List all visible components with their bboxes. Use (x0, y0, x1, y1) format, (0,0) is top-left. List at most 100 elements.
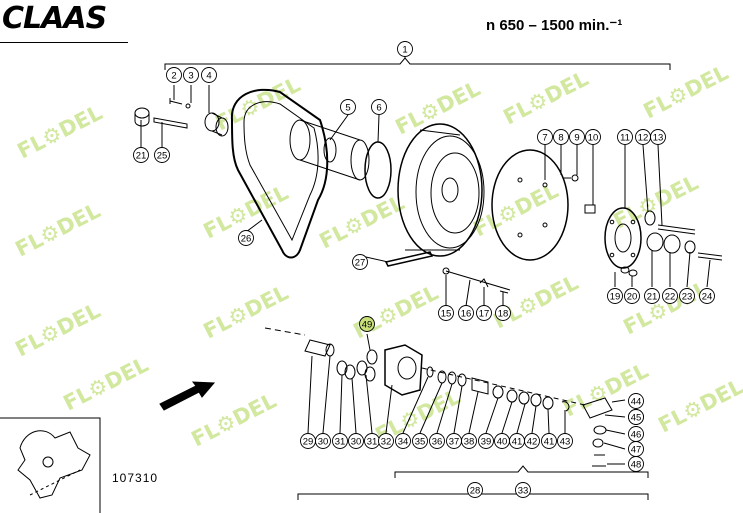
callout-number: 48 (631, 459, 642, 470)
drawing-number: 107310 (112, 471, 159, 485)
callout-circle (467, 482, 483, 498)
callout-circle (569, 129, 585, 145)
callout-circle (183, 67, 199, 83)
callout-number: 23 (682, 291, 693, 302)
callout-circle (537, 129, 553, 145)
callout-number: 25 (157, 150, 168, 161)
callout-circle (429, 433, 445, 449)
washer-part-21 (134, 107, 150, 119)
callout-number: 35 (415, 436, 426, 447)
callout-28: 28 (467, 482, 483, 498)
callout-38: 38 (461, 433, 477, 449)
pin-part-25 (153, 117, 188, 129)
callout-8: 8 (553, 129, 569, 145)
callout-circle (557, 433, 573, 449)
callout-35: 35 (412, 433, 428, 449)
callout-circle (585, 129, 601, 145)
direction-arrow (159, 381, 216, 411)
belt-part-27 (384, 251, 434, 267)
callout-41: 41 (541, 433, 557, 449)
callout-25: 25 (154, 147, 170, 163)
callout-number: 33 (518, 485, 529, 496)
callout-circle (238, 230, 254, 246)
callout-31: 31 (364, 433, 380, 449)
callout-21: 21 (644, 288, 660, 304)
callout-number: 47 (631, 444, 642, 455)
callout-number: 41 (512, 436, 523, 447)
housing-part-32 (384, 344, 423, 396)
callout-number: 38 (464, 436, 475, 447)
callout-circle (628, 456, 644, 472)
callout-41: 41 (509, 433, 525, 449)
callout-circle (412, 433, 428, 449)
callout-number: 18 (498, 308, 509, 319)
callout-31: 31 (332, 433, 348, 449)
callout-circle (133, 147, 149, 163)
callout-circle (348, 433, 364, 449)
callout-26: 26 (238, 230, 254, 246)
callout-circle (340, 99, 356, 115)
callout-number: 21 (136, 150, 147, 161)
callout-33: 33 (515, 482, 531, 498)
callout-circle (679, 288, 695, 304)
bolt-part-13 (657, 224, 696, 235)
callout-47: 47 (628, 441, 644, 457)
callout-number: 8 (558, 132, 563, 143)
inset-frame (0, 417, 101, 513)
callout-49: 49 (359, 316, 375, 332)
callout-36: 36 (429, 433, 445, 449)
callout-number: 22 (665, 291, 676, 302)
callout-number: 49 (362, 319, 373, 330)
callout-number: 29 (303, 436, 314, 447)
callout-number: 40 (497, 436, 508, 447)
callout-circle (624, 288, 640, 304)
claas-logo: CLAAS (2, 1, 107, 36)
nut-part-38 (471, 377, 489, 395)
callout-43: 43 (557, 433, 573, 449)
speed-range-label: n 650 – 1500 min.⁻¹ (486, 17, 623, 34)
callout-19: 19 (607, 288, 623, 304)
callout-circle (628, 393, 644, 409)
callout-circle (438, 305, 454, 321)
callout-42: 42 (524, 433, 540, 449)
callout-circle (476, 305, 492, 321)
callout-number: 19 (610, 291, 621, 302)
callout-circle (524, 433, 540, 449)
callout-number: 31 (335, 436, 346, 447)
callout-number: 26 (241, 233, 252, 244)
callout-number: 44 (631, 396, 642, 407)
callout-circle (650, 129, 666, 145)
callout-29: 29 (300, 433, 316, 449)
o-ring-part-6 (364, 141, 392, 199)
callout-number: 21 (647, 291, 658, 302)
callout-11: 11 (617, 129, 633, 145)
callout-number: 10 (588, 132, 599, 143)
callout-number: 41 (544, 436, 555, 447)
callout-22: 22 (662, 288, 678, 304)
callout-number: 3 (188, 70, 193, 81)
callout-1: 1 (397, 41, 413, 57)
callout-number: 39 (481, 436, 492, 447)
callout-circle (395, 433, 411, 449)
callout-number: 17 (479, 308, 490, 319)
rod-part-16 (445, 270, 511, 291)
disc-part-7 (491, 149, 569, 261)
callout-number: 43 (560, 436, 571, 447)
callout-40: 40 (494, 433, 510, 449)
callout-circle (553, 129, 569, 145)
bolt-part-2 (169, 98, 183, 105)
callout-number: 9 (574, 132, 579, 143)
callout-circle (315, 433, 331, 449)
callout-45: 45 (628, 409, 644, 425)
callout-circle (378, 433, 394, 449)
callout-30: 30 (348, 433, 364, 449)
callout-circle (359, 316, 375, 332)
callout-5: 5 (340, 99, 356, 115)
callout-number: 5 (345, 102, 350, 113)
callout-39: 39 (478, 433, 494, 449)
callout-circle (154, 147, 170, 163)
elbow-part-44 (582, 397, 613, 419)
callout-number: 16 (461, 308, 472, 319)
callout-13: 13 (650, 129, 666, 145)
